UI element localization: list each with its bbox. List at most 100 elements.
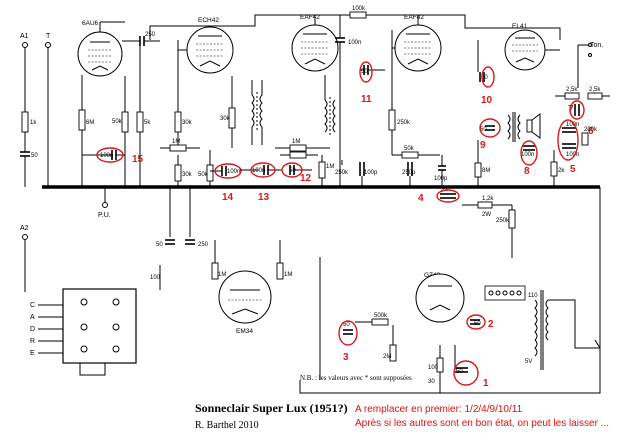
res-2k: 2k [550,150,565,187]
marker-13: 13 [258,192,270,203]
svg-text:R: R [30,338,35,345]
marker-8: 8 [524,166,530,177]
tube-ech42: ECH42 [177,17,234,100]
svg-text:1,2k: 1,2k [482,196,494,202]
cap-marker-6 [574,104,580,116]
marker-2-circle [466,314,486,330]
marker-11-circle [359,61,373,83]
svg-text:30k: 30k [182,172,193,178]
res-1m-a: 1M [160,139,200,152]
svg-text:100n: 100n [100,153,113,159]
pu-terminal: P.U. [98,187,111,219]
res-1m-em: 1M 1M [211,240,292,280]
svg-text:50: 50 [456,369,463,375]
marker-3: 3 [343,352,349,363]
cap-100p-b: 100p [434,155,448,187]
res-2-5k-a: 2,5k [555,87,580,100]
tube-el41: EL41 [504,23,560,71]
marker-11: 11 [361,94,372,105]
cap-100n-15: 100n [82,150,125,160]
antenna-a2: A2 [20,225,29,292]
svg-text:1M: 1M [218,272,226,278]
svg-text:100n: 100n [566,122,579,128]
schematic-author: R. Barthel 2010 [195,420,259,431]
svg-text:100: 100 [150,275,161,281]
svg-text:50k: 50k [198,172,209,178]
tube-eaf42-2: EAF42 [391,14,442,110]
marker-5: 5 [570,164,576,175]
cap-100p-a: 100p [359,162,378,187]
marker-15: 15 [132,154,144,165]
svg-text:2,5k: 2,5k [589,87,601,93]
svg-text:ECH42: ECH42 [198,17,219,24]
res-100k-top: 100k [340,6,380,19]
output-transformer [507,112,541,142]
cap-50-12: 50 [289,165,312,175]
antenna-a1: A1 1k 50 [20,33,38,187]
svg-text:1M: 1M [292,139,300,145]
svg-text:100n: 100n [252,168,265,174]
marker-12: 12 [300,173,312,184]
res-1m-b: 1M [275,139,330,152]
svg-text:6AU6: 6AU6 [82,20,99,27]
marker-13-circle [250,162,276,178]
marker-1-circle [453,360,479,386]
svg-text:50: 50 [361,69,368,75]
svg-text:250: 250 [145,32,156,38]
svg-text:250k: 250k [335,170,349,176]
svg-text:EAF42: EAF42 [404,14,424,21]
res-30k-c: 30k [220,76,236,148]
svg-text:50: 50 [156,242,163,248]
svg-text:250k: 250k [496,218,510,224]
svg-text:100: 100 [428,365,439,371]
tube-gz40: GZ40 [415,272,465,323]
svg-text:50k: 50k [112,119,123,125]
svg-text:100n: 100n [521,152,534,158]
svg-text:E: E [30,350,35,357]
tube-6au6: 6AU6 [77,20,125,77]
cap-100n-8: 100n [521,145,535,158]
svg-text:2,5k: 2,5k [566,87,578,93]
tube-em34: EM34 [218,270,272,335]
res-2m-b: 2M [383,325,397,362]
svg-text:D: D [30,326,35,333]
svg-text:1M: 1M [326,164,334,170]
mains-transformer: 110 5V [484,285,601,370]
values-note: N.B. : les valeurs avec * sont supposées [300,374,412,382]
bottom-wire [79,363,106,376]
cap-250p: 250p [402,162,416,187]
marker-6: 6 [588,126,594,137]
svg-text:2k: 2k [558,168,565,174]
svg-text:EM34: EM34 [236,328,253,335]
marker-10: 10 [481,95,493,106]
res-8m: 8M [474,140,490,187]
res-500k: 500k [355,313,389,326]
res-250k-a: 250k [388,109,411,155]
res-50k-a: 50k [112,76,129,187]
svg-text:P.U.: P.U. [98,212,111,219]
svg-text:1k: 1k [30,120,37,126]
svg-text:A: A [30,314,35,321]
mid-caps: 50 250 100 [150,187,209,290]
svg-text:1M: 1M [172,139,180,145]
svg-text:6M: 6M [86,120,94,126]
res-250k-c: 250k [496,205,516,258]
res-6m: 6M [78,75,94,187]
cap-100n-5: 100n 100n [562,122,579,158]
marker-14: 14 [222,192,234,203]
res-30k-a: 30k [174,100,193,145]
res-5k: 5k [136,46,151,187]
terminal-t: T [45,33,51,187]
replace-first-note: A remplacer en premier: 1/2/4/9/10/11 [355,404,523,415]
marker-9-circle [479,118,501,138]
svg-text:1M: 1M [284,272,292,278]
svg-text:50: 50 [343,322,350,328]
svg-text:50: 50 [481,75,488,81]
marker-6-circle [569,100,585,120]
svg-text:30: 30 [428,379,435,385]
svg-text:C: C [30,302,35,309]
cap-250-top: 250 [122,32,160,46]
marker-4-circle [436,189,460,203]
res-50k-b: 50k [198,150,214,187]
waveband-switch: C A D R E [30,288,137,364]
